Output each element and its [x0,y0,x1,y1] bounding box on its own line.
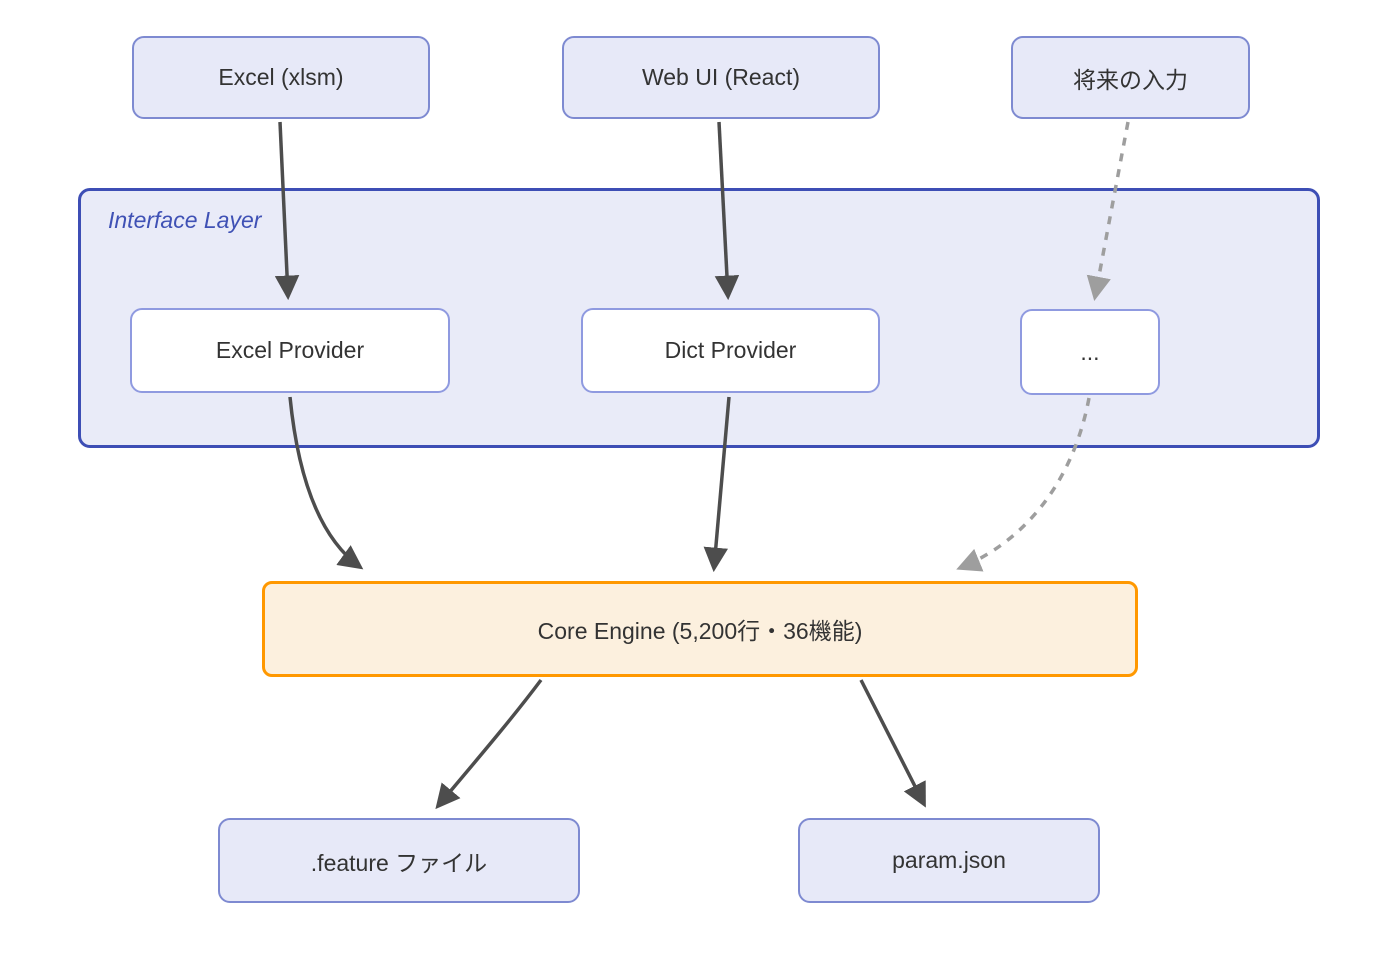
node-excel-xlsm: Excel (xlsm) [132,36,430,119]
node-dict-provider: Dict Provider [581,308,880,393]
interface-layer-label: Interface Layer [108,207,262,233]
node-web-ui-react: Web UI (React) [562,36,880,119]
node-feature-file: .feature ファイル [218,818,580,903]
edge-core-to-feature-file [435,678,543,810]
node-excel-provider: Excel Provider [130,308,450,393]
node-future-input: 将来の入力 [1011,36,1250,119]
node-ellipsis: ... [1020,309,1160,395]
edge-core-to-param-json [859,679,926,808]
node-core-engine: Core Engine (5,200行・36機能) [262,581,1138,677]
node-param-json: param.json [798,818,1100,903]
